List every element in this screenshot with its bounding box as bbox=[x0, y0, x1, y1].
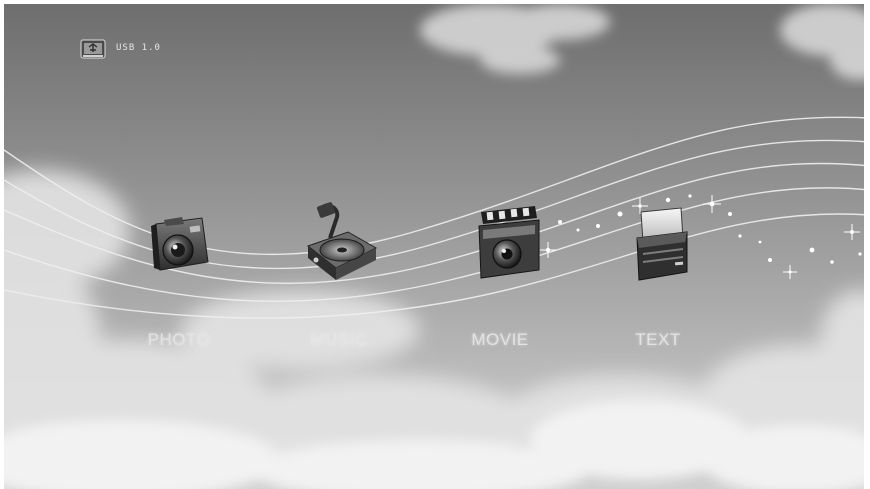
camera-icon bbox=[151, 217, 209, 271]
menu-label-photo: PHOTO bbox=[147, 330, 211, 349]
usb-drive-icon bbox=[80, 39, 106, 59]
menu-item-music[interactable]: MUSIC bbox=[279, 198, 399, 350]
document-tray-icon bbox=[636, 207, 688, 281]
menu-label-movie: MOVIE bbox=[471, 330, 529, 349]
menu-label-music: MUSIC bbox=[310, 330, 368, 349]
record-player-icon bbox=[306, 202, 378, 280]
menu-label-text: TEXT bbox=[635, 330, 681, 349]
menu-item-photo[interactable]: PHOTO bbox=[119, 198, 239, 350]
menu-item-movie[interactable]: MOVIE bbox=[440, 198, 560, 350]
usb-status-label: USB 1.0 bbox=[116, 43, 161, 53]
device-status: USB 1.0 bbox=[80, 36, 161, 60]
clapperboard-icon bbox=[478, 206, 540, 279]
menu-item-text[interactable]: TEXT bbox=[598, 198, 718, 350]
